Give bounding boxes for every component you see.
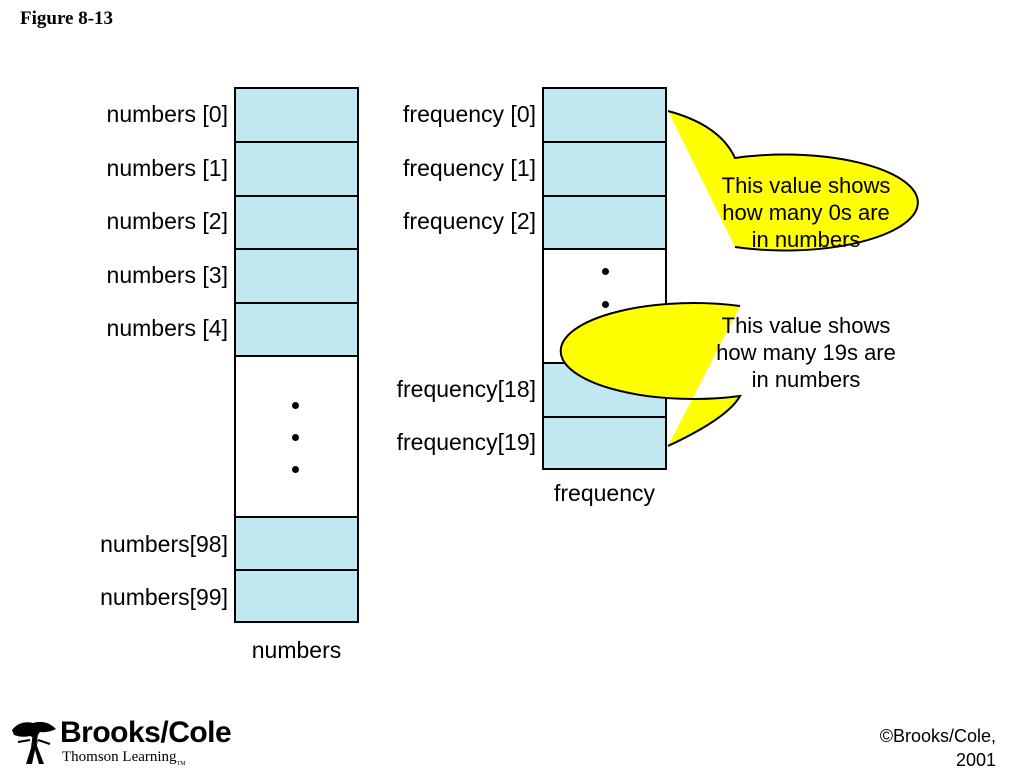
numbers-cell-2 (236, 197, 357, 250)
numbers-cell-1 (236, 143, 357, 197)
numbers-cell-3 (236, 250, 357, 304)
numbers-label-1: numbers [1] (106, 155, 228, 181)
frequency-label-0: frequency [0] (403, 101, 536, 127)
numbers-cell-4 (236, 304, 357, 357)
ellipsis-dot (602, 301, 609, 308)
numbers-cell-99 (236, 571, 357, 621)
numbers-label-99: numbers[99] (100, 584, 228, 610)
numbers-cell-0 (236, 89, 357, 143)
frequency-cell-19 (544, 418, 665, 468)
callout-bubble-1 (559, 302, 742, 447)
ellipsis-dot (602, 268, 609, 275)
numbers-caption: numbers (251, 637, 342, 663)
callout-line: in numbers (751, 227, 861, 252)
publisher-logo: Brooks/Cole Thomson LearningTM (8, 716, 248, 767)
numbers-label-3: numbers [3] (106, 262, 228, 288)
copyright-line-2: 2001 (955, 750, 996, 770)
ellipsis-dot (292, 466, 299, 473)
frequency-label-19: frequency[19] (396, 429, 536, 455)
callout-line: This value shows (721, 313, 891, 338)
callout-bubble-0 (667, 110, 919, 252)
frequency-label-2: frequency [2] (403, 208, 536, 234)
ellipsis-dot (292, 402, 299, 409)
frequency-cell-1 (544, 143, 665, 197)
numbers-label-98: numbers[98] (100, 531, 228, 557)
callout-line: This value shows (721, 173, 891, 198)
copyright-line-1: ©Brooks/Cole, (879, 726, 996, 746)
frequency-caption: frequency (553, 480, 655, 506)
copyright: ©Brooks/Cole, 2001 (880, 724, 996, 772)
numbers-label-0: numbers [0] (106, 101, 228, 127)
numbers-array (234, 87, 359, 623)
numbers-cell-98 (236, 518, 357, 571)
frequency-cell-0 (544, 89, 665, 143)
callout-line: how many 19s are (716, 340, 896, 365)
callout-line: in numbers (751, 367, 861, 392)
tree-icon (12, 721, 56, 764)
logo-subtitle-text: Thomson Learning (62, 749, 177, 765)
callout-line: how many 0s are (722, 200, 890, 225)
numbers-label-2: numbers [2] (106, 208, 228, 234)
numbers-label-4: numbers [4] (106, 315, 228, 341)
frequency-label-18: frequency[18] (396, 376, 536, 402)
logo-name: Brooks/Cole (60, 716, 232, 749)
callout-text-1: This value shows how many 19s are in num… (672, 312, 940, 393)
ellipsis-dot (292, 434, 299, 441)
frequency-label-1: frequency [1] (403, 155, 536, 181)
logo-subtitle: Thomson LearningTM (62, 748, 186, 773)
callout-text-0: This value shows how many 0s are in numb… (672, 172, 940, 253)
trademark-mark: TM (176, 761, 186, 767)
frequency-cell-2 (544, 197, 665, 250)
figure-title: Figure 8-13 (20, 8, 114, 29)
